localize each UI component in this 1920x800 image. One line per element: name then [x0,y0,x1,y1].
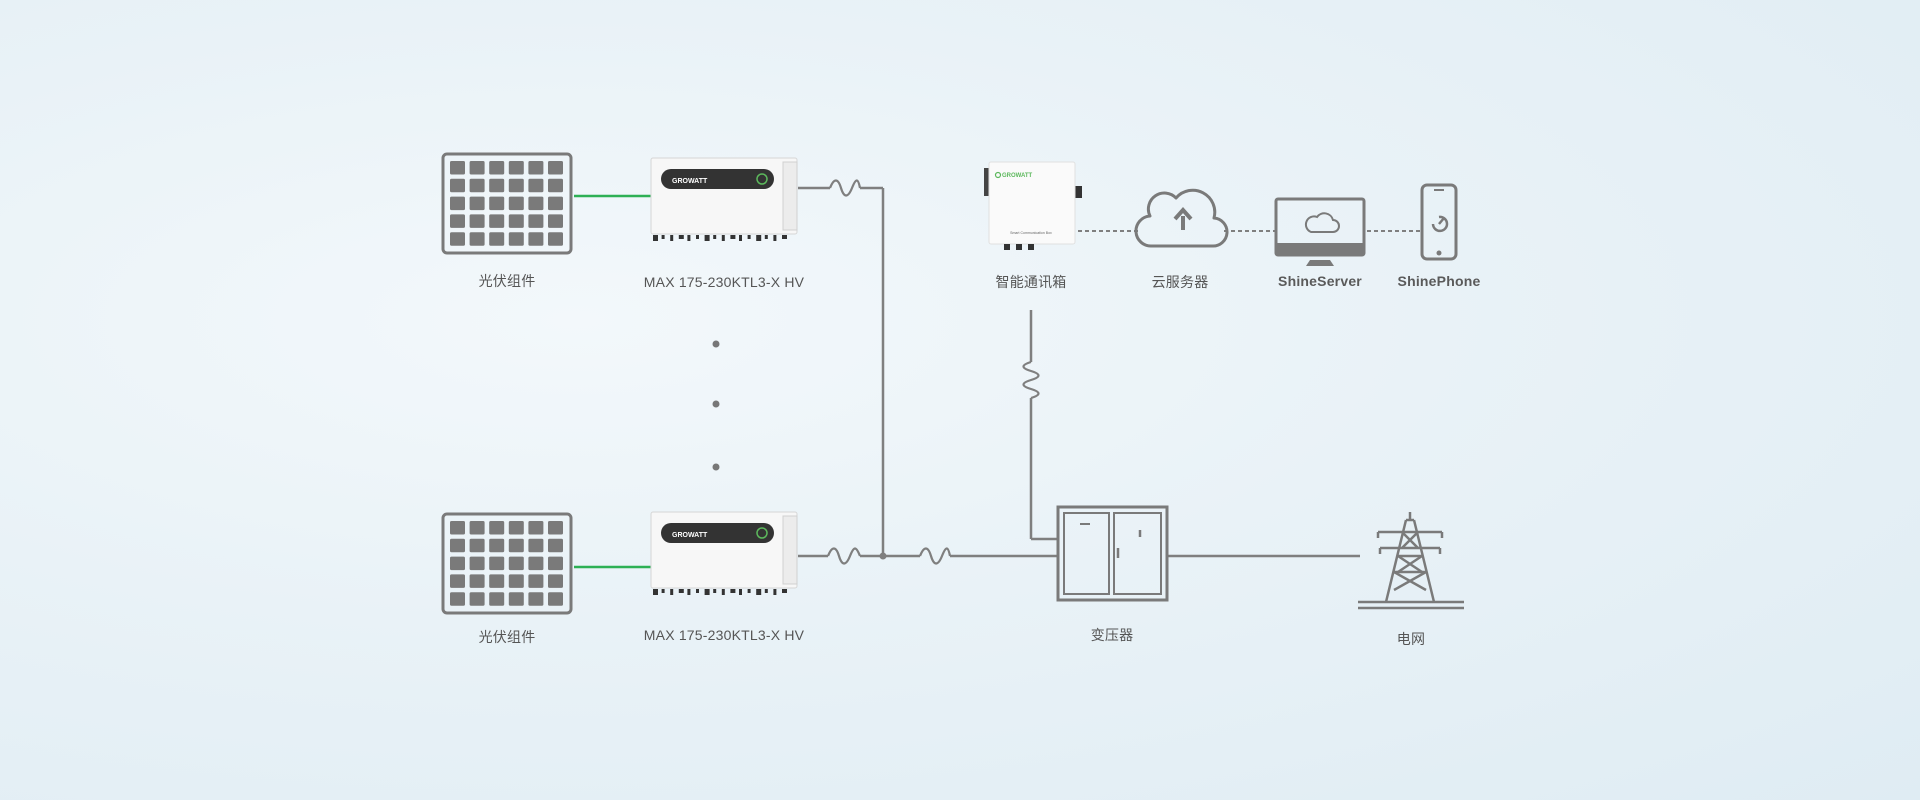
transformer-cabinet-icon [1056,505,1169,602]
inverter-top-label: MAX 175-230KTL3-X HV [643,274,805,290]
pv-panel-top-label: 光伏组件 [478,273,536,289]
ac-sine-icon [828,179,862,197]
shine-server-label: ShineServer [1278,273,1362,289]
comm-box-brand: GROWATT [1002,173,1033,179]
comm-box-caption: Smart Communication Box [1010,231,1052,235]
pv-panel-top [441,152,573,255]
ac-wiring [798,186,1360,558]
ac-sine-icon [1022,360,1040,400]
transformer-label: 变压器 [1090,627,1134,643]
pv-panel-bottom [441,512,573,615]
comm-box-label: 智能通讯箱 [995,274,1067,290]
ellipsis-dot [712,340,720,348]
ac-sine-icon [918,547,952,565]
pv-panel-bottom-label: 光伏组件 [478,629,536,645]
junction-dot [879,552,887,560]
ac-sine-icon [826,547,862,565]
smart-comm-box: GROWATT Smart Communication Box [984,161,1082,250]
grid-label: 电网 [1396,631,1426,647]
smartphone-icon [1420,183,1458,261]
ellipsis-dot [712,400,720,408]
inverter-bottom-brand: GROWATT [672,532,708,539]
inverter-bottom: GROWATT [650,511,798,595]
monitor-cloud-icon [1274,197,1366,266]
cloud-upload-icon [1134,188,1229,248]
inverter-top-brand: GROWATT [672,178,708,185]
ellipsis-dot [712,463,720,471]
inverter-bottom-label: MAX 175-230KTL3-X HV [643,627,805,643]
inverter-top: GROWATT [650,157,798,241]
cloud-server-label: 云服务器 [1151,274,1209,290]
shine-phone-label: ShinePhone [1397,273,1481,289]
power-tower-icon [1358,512,1464,610]
